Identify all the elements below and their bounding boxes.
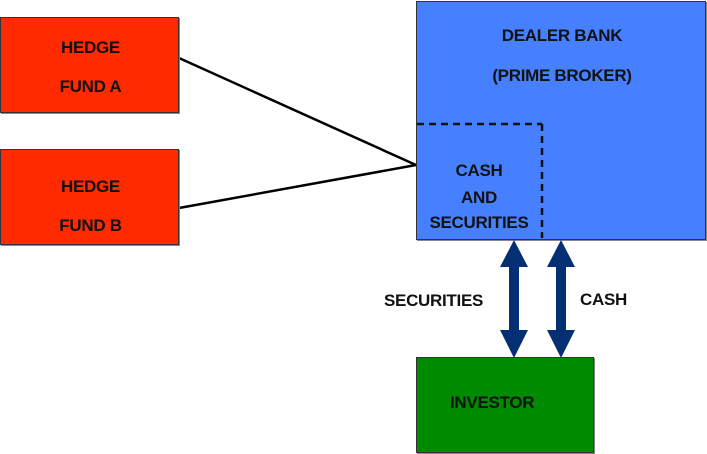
connector-fund-a-to-bank (178, 56, 417, 167)
hedge-fund-b-label-line1: HEDGE (61, 177, 120, 196)
cash-and-securities-region (417, 122, 544, 238)
hedge-fund-a-label-line2: FUND A (59, 77, 122, 96)
investor-label: INVESTOR (450, 393, 535, 412)
hedge-fund-b-box: HEDGE FUND B (0, 149, 179, 245)
cash-flow-label: CASH (580, 290, 627, 309)
connector-fund-b-to-bank (178, 163, 417, 210)
cash-double-arrow-icon (547, 240, 575, 358)
cash-securities-label-line3: SECURITIES (429, 213, 529, 232)
dealer-bank-label-line2: (PRIME BROKER) (492, 66, 632, 85)
securities-double-arrow-icon (500, 240, 528, 358)
dealer-bank-label-line1: DEALER BANK (501, 26, 623, 45)
hedge-fund-a-box: HEDGE FUND A (0, 17, 179, 113)
cash-securities-label-line1: CASH (455, 161, 503, 180)
dealer-bank-box: DEALER BANK (PRIME BROKER) CASH AND SECU… (416, 1, 706, 240)
cash-securities-label-line2: AND (461, 188, 497, 207)
hedge-fund-b-label-line2: FUND B (59, 216, 122, 235)
investor-box: INVESTOR (416, 357, 594, 453)
hedge-fund-a-label-line1: HEDGE (61, 38, 120, 57)
securities-flow-label: SECURITIES (384, 291, 484, 310)
